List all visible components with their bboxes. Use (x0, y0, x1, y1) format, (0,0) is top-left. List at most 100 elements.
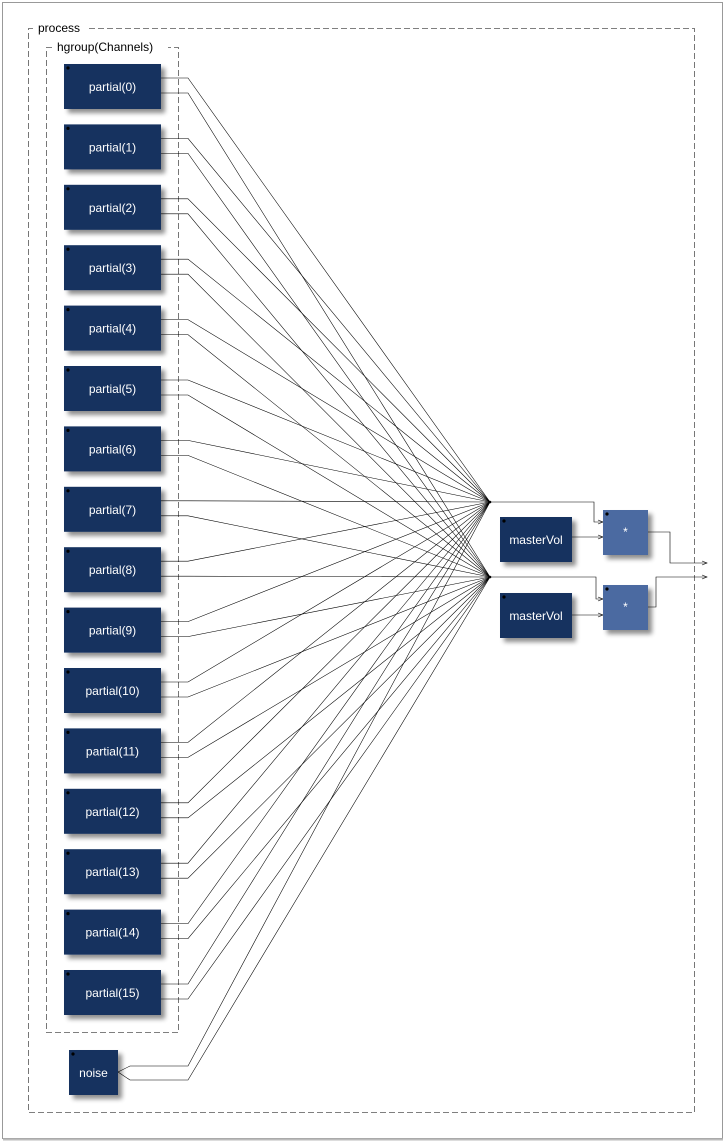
mastervol-block-0-body[interactable] (500, 517, 572, 562)
partial-block-10-body[interactable] (64, 668, 161, 713)
mastervol-block-0-marker (502, 519, 506, 523)
partial-block-14-body[interactable] (64, 909, 161, 955)
partial-block-9-body[interactable] (64, 607, 161, 653)
partial-block-3[interactable]: partial(3) (64, 245, 161, 291)
partial-block-9-label: partial(9) (89, 624, 136, 638)
partial-block-12-marker (66, 791, 70, 795)
multiplier-block-0-label: * (623, 525, 628, 539)
mastervol-block-1-body[interactable] (500, 593, 572, 638)
mastervol-block-1-marker (502, 595, 506, 599)
partial-9-wire-b (161, 576, 491, 637)
partial-3-wire-a (161, 258, 491, 503)
partial-block-5-marker (66, 368, 70, 372)
channels-group: hgroup(Channels) (46, 40, 179, 1033)
partial-11-wire-b (161, 576, 491, 758)
noise-wire-a (117, 501, 491, 1073)
partial-block-10-marker (66, 670, 70, 674)
partial-block-1-body[interactable] (64, 124, 161, 170)
partial-8-wire-b (161, 575, 491, 578)
multiplier-block-0[interactable]: * (603, 510, 648, 555)
partial-block-13[interactable]: partial(13) (64, 849, 161, 895)
partial-block-8-label: partial(8) (89, 563, 136, 577)
partial-5-wire-b (161, 394, 491, 578)
partial-block-0-body[interactable] (64, 64, 161, 109)
bus-junction-0 (488, 500, 492, 504)
partial-block-12[interactable]: partial(12) (64, 788, 161, 834)
partial-block-8-marker (66, 549, 70, 553)
multiplier-block-1-label: * (623, 600, 628, 614)
partial-12-wire-b (161, 576, 491, 819)
partial-block-6-body[interactable] (64, 426, 161, 472)
partial-block-5-body[interactable] (64, 366, 161, 411)
partial-block-2-body[interactable] (64, 184, 161, 230)
partial-6-wire-a (161, 440, 491, 503)
partial-block-8[interactable]: partial(8) (64, 547, 161, 593)
partial-block-0-label: partial(0) (89, 80, 136, 94)
multiplier-0-output (648, 531, 707, 564)
partial-1-wire-a (161, 138, 491, 503)
multiplier-block-1-marker (605, 587, 609, 591)
partial-block-2[interactable]: partial(2) (64, 184, 161, 230)
partial-13-wire-a (161, 501, 491, 864)
partial-block-14[interactable]: partial(14) (64, 909, 161, 955)
partial-14-wire-a (161, 501, 491, 924)
partial-2-wire-b (161, 213, 491, 578)
partial-block-5-label: partial(5) (89, 382, 136, 396)
partial-block-3-body[interactable] (64, 245, 161, 291)
partial-block-13-body[interactable] (64, 849, 161, 895)
partial-0-wire-b (161, 92, 491, 578)
partial-block-7-body[interactable] (64, 486, 161, 532)
partial-block-15[interactable]: partial(15) (64, 970, 161, 1015)
partial-block-11-body[interactable] (64, 728, 161, 774)
partial-block-14-label: partial(14) (85, 926, 139, 940)
partial-block-4-label: partial(4) (89, 322, 136, 336)
mastervol-block-1[interactable]: masterVol (500, 593, 572, 638)
partial-block-11-marker (66, 730, 70, 735)
partial-14-wire-b (161, 576, 491, 939)
partial-6-wire-b (161, 455, 491, 578)
partial-block-7[interactable]: partial(7) (64, 486, 161, 532)
partial-0-wire-a (161, 77, 491, 503)
process-output-0-arrow (701, 560, 708, 566)
multiplier-block-0-body[interactable] (603, 510, 648, 555)
partial-block-8-body[interactable] (64, 547, 161, 593)
partial-7-wire-b (161, 515, 491, 578)
noise-block[interactable]: noise (69, 1050, 118, 1095)
noise-block-body[interactable] (69, 1050, 118, 1095)
partial-block-12-body[interactable] (64, 788, 161, 834)
partial-blocks: partial(0) partial(1) partial(2) partial(3)… (64, 64, 161, 1015)
partial-block-11[interactable]: partial(11) (64, 728, 161, 774)
partial-block-13-marker (66, 851, 70, 855)
multiplier-1-output (648, 576, 707, 608)
partial-7-wire-a (161, 500, 491, 503)
partial-block-4[interactable]: partial(4) (64, 305, 161, 351)
partial-block-6[interactable]: partial(6) (64, 426, 161, 472)
partial-block-1-label: partial(1) (89, 140, 136, 154)
partial-4-wire-a (161, 319, 491, 503)
partial-block-5[interactable]: partial(5) (64, 366, 161, 411)
partial-block-4-body[interactable] (64, 305, 161, 351)
mastervol-block-0[interactable]: masterVol (500, 517, 572, 562)
bus-b-to-multiplier-1 (490, 576, 603, 600)
process-group: process (28, 21, 695, 1113)
partial-10-wire-b (161, 576, 491, 698)
partial-block-9-marker (66, 610, 70, 614)
partial-block-14-marker (66, 912, 70, 916)
partial-block-2-marker (66, 187, 70, 191)
mastervol-block-0-label: masterVol (509, 533, 562, 547)
multiplier-block-1[interactable]: * (603, 585, 648, 630)
partial-block-10-label: partial(10) (85, 684, 139, 698)
partial-3-wire-b (161, 273, 491, 578)
partial-15-wire-b (161, 576, 491, 1000)
partial-block-9[interactable]: partial(9) (64, 607, 161, 653)
partial-block-1[interactable]: partial(1) (64, 124, 161, 170)
partial-15-wire-a (161, 501, 491, 985)
noise-block-marker (71, 1052, 75, 1056)
partial-block-10[interactable]: partial(10) (64, 668, 161, 713)
partial-block-0[interactable]: partial(0) (64, 64, 161, 109)
multiplier-block-1-body[interactable] (603, 585, 648, 630)
mastervol-block-1-label: masterVol (509, 609, 562, 623)
channels-group-border (46, 47, 179, 1033)
noise-wire-b (117, 576, 491, 1081)
partial-block-15-body[interactable] (64, 970, 161, 1015)
